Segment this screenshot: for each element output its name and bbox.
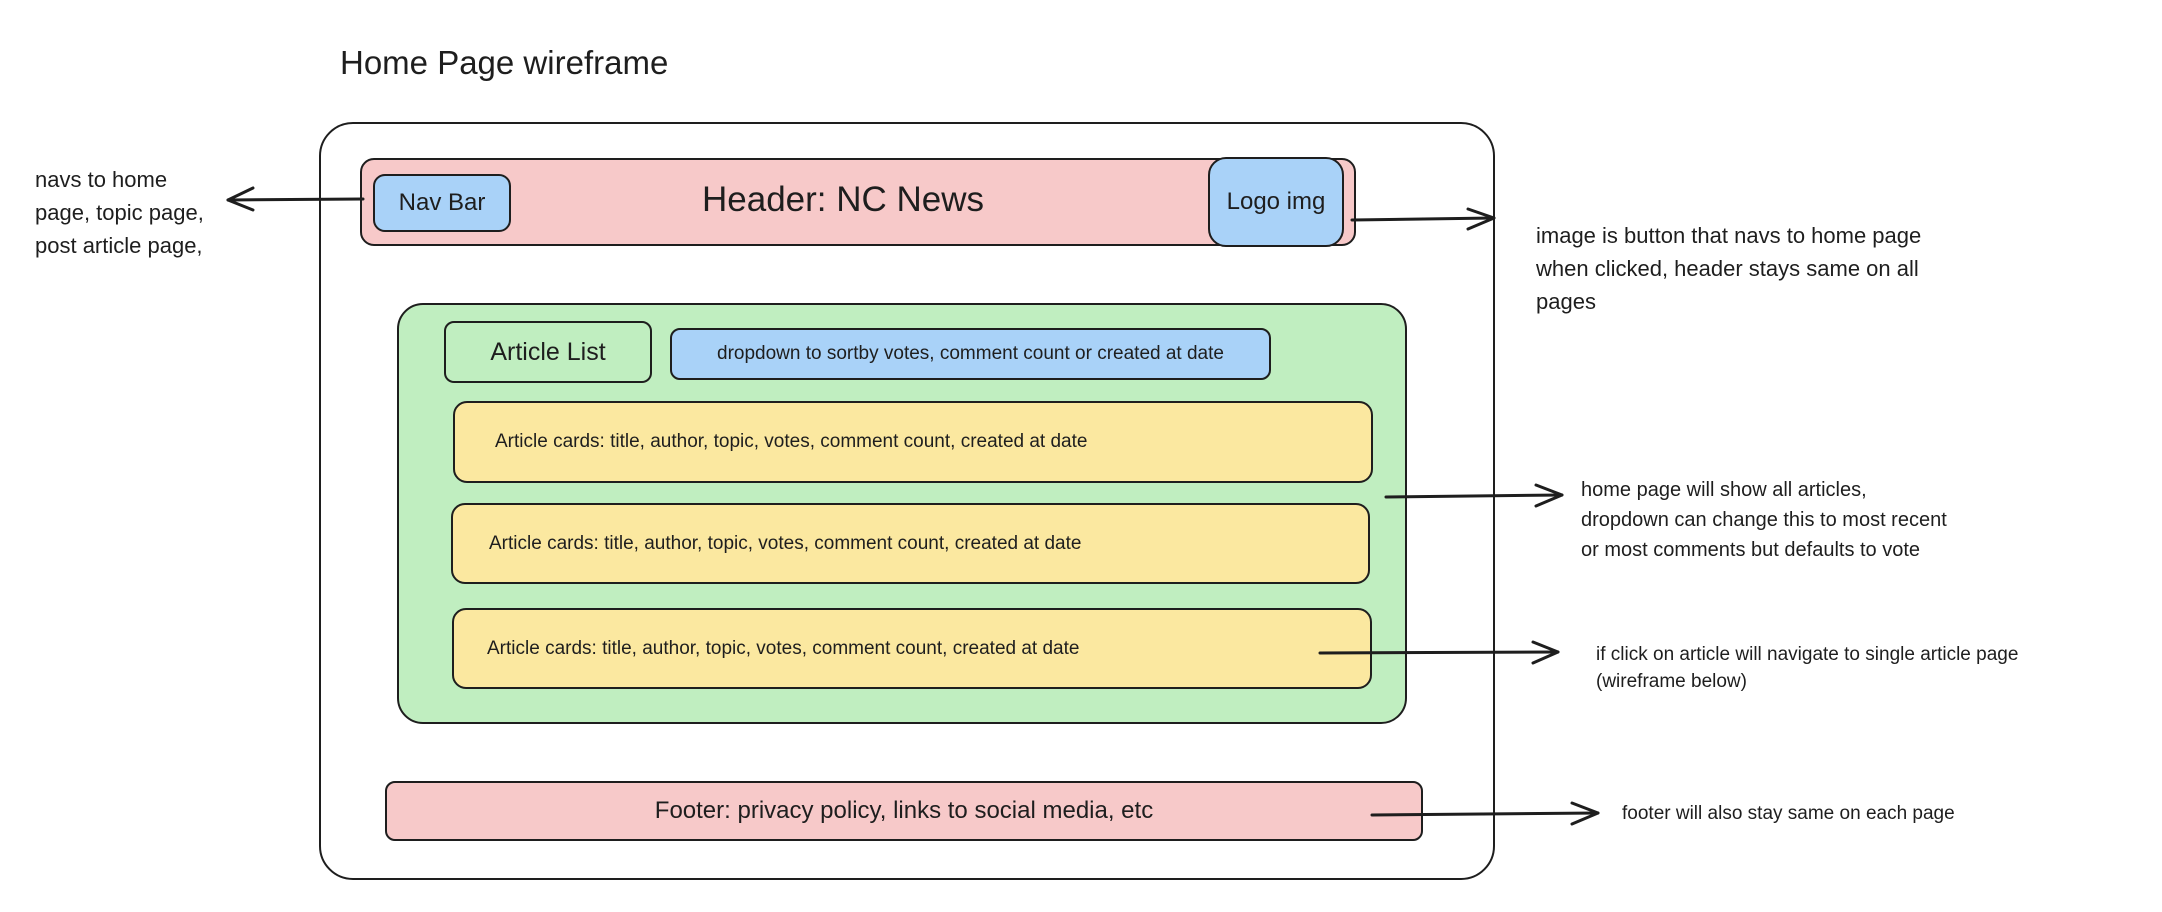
arrow-to-logo-note [1350,207,1496,231]
logo-img-button[interactable]: Logo img [1208,157,1344,247]
sort-dropdown[interactable]: dropdown to sortby votes, comment count … [670,328,1271,380]
article-list-note-line: home page will show all articles, [1581,479,1867,501]
page-title: Home Page wireframe [340,44,669,81]
article-card-text: Article cards: title, author, topic, vot… [495,431,1088,452]
article-card[interactable]: Article cards: title, author, topic, vot… [452,608,1372,689]
arrow-to-article-list-note [1384,483,1564,508]
article-list-note: home page will show all articles, dropdo… [1581,475,2041,565]
article-card[interactable]: Article cards: title, author, topic, vot… [451,503,1370,584]
article-card-text: Article cards: title, author, topic, vot… [487,637,1080,659]
arrow-to-article-card-note [1318,640,1560,665]
footer-text: Footer: privacy policy, links to social … [654,797,1154,824]
article-list-label: Article List [444,321,652,383]
article-list-note-line: dropdown can change this to most recent [1581,509,1947,531]
header-title: Header: NC News [702,180,985,219]
nav-note-line: navs to home [35,167,168,192]
logo-note-line: when clicked, header stays same on all [1536,256,1919,281]
nav-note-line: page, topic page, [35,200,204,225]
page-frame [319,122,1495,880]
article-card-note-line: if click on article will navigate to sin… [1596,644,2019,665]
nav-note: navs to home page, topic page, post arti… [35,163,275,262]
article-card-note-line: (wireframe below) [1596,670,1747,692]
logo-note: image is button that navs to home page w… [1536,219,2016,318]
logo-img-label: Logo img [1226,188,1326,215]
logo-note-line: pages [1536,289,1596,314]
footer-note-line: footer will also stay same on each page [1622,803,1955,824]
article-card-text: Article cards: title, author, topic, vot… [489,532,1082,554]
article-list-text: Article List [490,337,606,366]
footer-bar: Footer: privacy policy, links to social … [385,781,1423,841]
footer-note: footer will also stay same on each page [1622,803,2102,825]
sort-dropdown-label: dropdown to sortby votes, comment count … [717,343,1224,364]
article-card[interactable]: Article cards: title, author, topic, vot… [453,401,1373,483]
nav-bar-label: Nav Bar [398,189,486,216]
article-card-note: if click on article will navigate to sin… [1596,642,2116,695]
nav-note-line: post article page, [35,233,203,258]
arrow-to-nav-note [226,186,365,212]
arrow-to-footer-note [1370,801,1600,826]
nav-bar-button[interactable]: Nav Bar [373,174,511,232]
header-bar [360,158,1356,246]
logo-note-line: image is button that navs to home page [1536,223,1922,248]
article-list-note-line: or most comments but defaults to vote [1581,539,1921,561]
